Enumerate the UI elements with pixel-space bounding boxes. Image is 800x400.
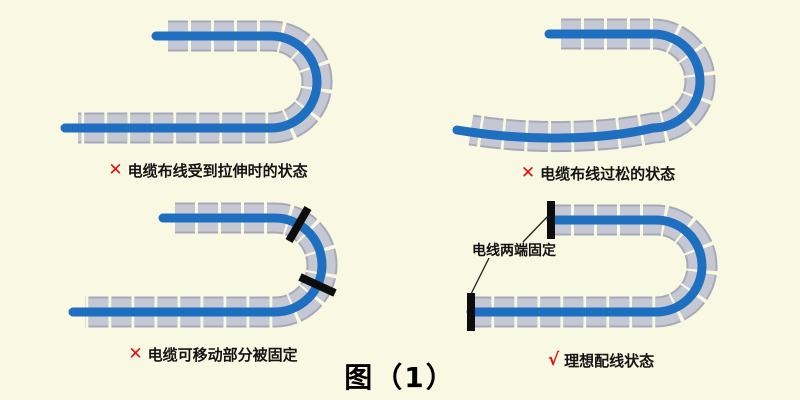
panel-label-too-loose: ✕ 电缆布线过松的状态: [521, 163, 675, 184]
cable-chain-loose-drawing: [452, 18, 716, 153]
cross-mark-icon: ✕: [520, 163, 536, 183]
check-mark-icon: √: [547, 350, 560, 370]
cable-chain-stretched-drawing: [60, 20, 333, 144]
panel-label-text: 电缆可移动部分被固定: [147, 346, 298, 364]
cross-mark-icon: ✕: [108, 160, 123, 180]
blue-cable: [60, 31, 322, 133]
panel-cable-ideal: 电线两端固定 √ 理想配线状态: [448, 188, 754, 371]
panel-cable-clamped-moving-part: ✕ 电缆可移动部分被固定: [60, 192, 366, 365]
panel-cable-stretched: ✕ 电缆布线受到拉伸时的状态: [50, 6, 366, 181]
blue-cable: [452, 29, 705, 143]
panel-label-text: 理想配线状态: [564, 352, 655, 370]
panel-label-text: 电缆布线受到拉伸时的状态: [127, 162, 308, 180]
annotation-leader-line: [470, 257, 490, 295]
blue-cable: [466, 215, 707, 317]
panel-label-ideal: √ 理想配线状态: [548, 350, 654, 371]
annotation-leader-line: [522, 215, 549, 243]
blue-cable: [68, 213, 327, 317]
cable-chain-ideal-drawing: [466, 201, 718, 331]
both-ends-fixed-annotation: 电线两端固定: [472, 243, 556, 259]
panel-cable-too-loose: ✕ 电缆布线过松的状态: [440, 6, 756, 184]
panel-label-text: 电缆布线过松的状态: [540, 165, 676, 183]
clamp-bar-icon: [285, 206, 312, 243]
panel-label-clamped-moving: ✕ 电缆可移动部分被固定: [128, 344, 297, 365]
cable-chain-clamped-drawing: [68, 202, 338, 328]
clamp-bar-icon: [298, 273, 337, 297]
figure-caption: 图（1）: [344, 361, 456, 394]
cross-mark-icon: ✕: [128, 344, 143, 364]
panel-label-stretched: ✕ 电缆布线受到拉伸时的状态: [108, 160, 307, 181]
